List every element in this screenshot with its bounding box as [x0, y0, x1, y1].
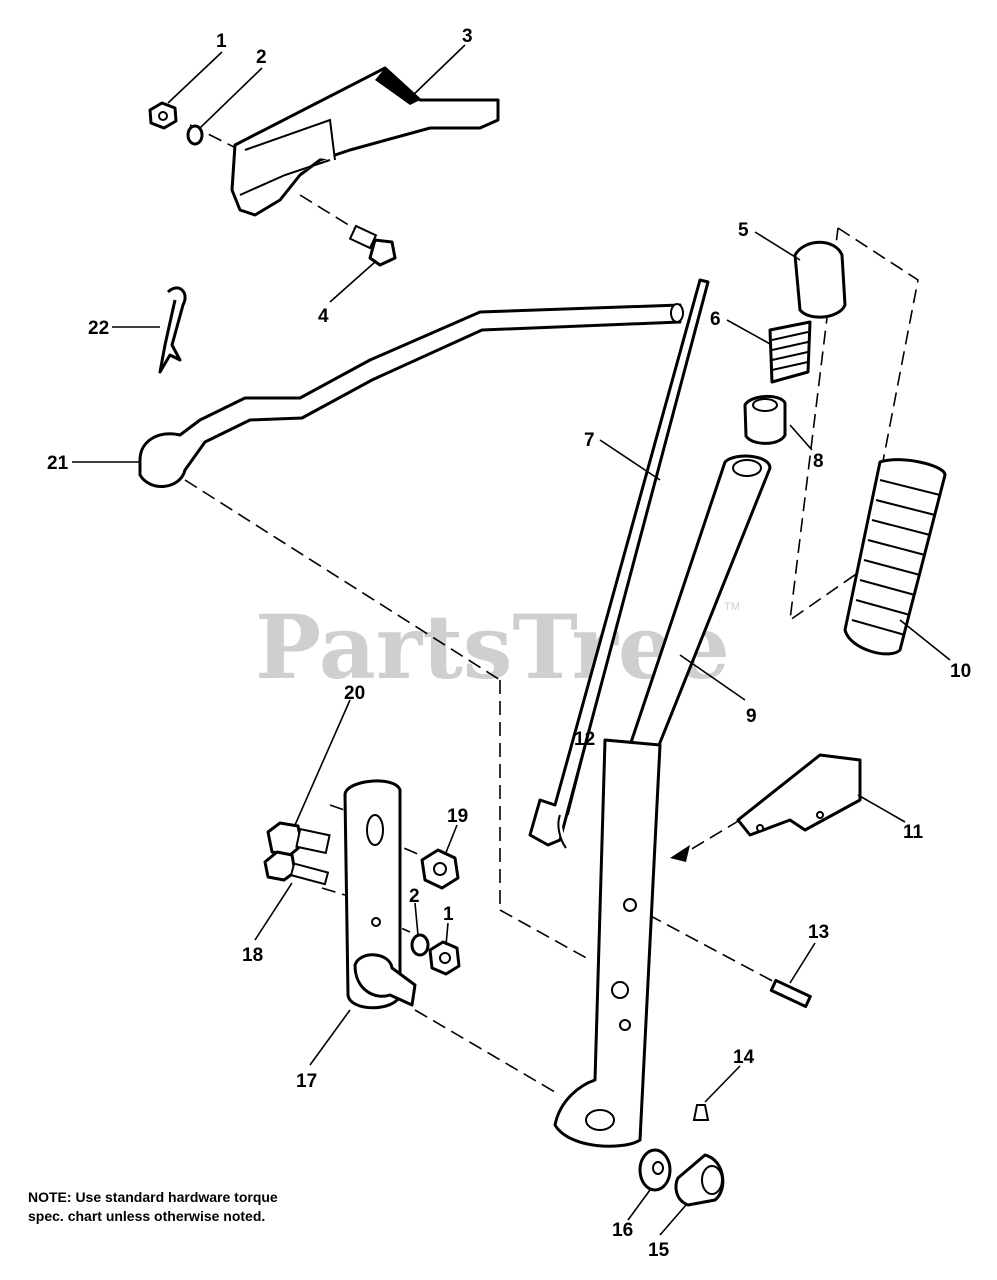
bolt-part-20 — [266, 821, 331, 857]
callout-14: 14 — [733, 1047, 755, 1068]
rod-part-7 — [528, 278, 710, 847]
spring-part-6 — [768, 320, 812, 384]
lock-washer-part-2-lower — [410, 933, 430, 957]
lever-arm — [553, 738, 662, 1148]
grease-fitting-part-14 — [692, 1104, 710, 1121]
callout-5: 5 — [738, 220, 749, 241]
callouts: 1 2 3 4 5 6 7 8 9 10 11 12 13 14 15 16 1… — [47, 26, 971, 1261]
hairpin-clip-part-22 — [158, 286, 187, 374]
callout-9: 9 — [746, 706, 757, 727]
callout-6: 6 — [710, 309, 721, 330]
handle-cover-part-3 — [230, 66, 500, 217]
nut-part-1 — [148, 101, 178, 130]
callout-17: 17 — [296, 1071, 317, 1092]
callout-2-lower: 2 — [409, 886, 420, 907]
shift-rod-part-21 — [138, 303, 684, 488]
bolt-part-18 — [263, 850, 330, 886]
callout-1-lower: 1 — [443, 904, 454, 925]
nut-part-1-lower — [428, 940, 461, 976]
bolt-part-4 — [348, 224, 397, 267]
callout-19: 19 — [447, 806, 468, 827]
callout-leaders — [72, 44, 951, 1236]
callout-12: 12 — [574, 729, 595, 750]
callout-10: 10 — [950, 661, 971, 682]
callout-2: 2 — [256, 47, 267, 68]
callout-1: 1 — [216, 31, 227, 52]
callout-3: 3 — [462, 26, 473, 47]
knob-cap-part-5 — [793, 240, 847, 319]
lock-washer-part-2 — [186, 124, 204, 146]
roll-pin-part-13 — [769, 978, 812, 1008]
rubber-grip-part-10 — [843, 458, 947, 656]
collar-part-15 — [674, 1153, 725, 1207]
callout-4: 4 — [318, 306, 329, 327]
callout-20: 20 — [344, 683, 365, 704]
collar-part-8 — [743, 395, 787, 445]
callout-21: 21 — [47, 453, 69, 474]
callout-11: 11 — [903, 822, 924, 843]
callout-8: 8 — [813, 451, 824, 472]
cotter-pin-part-12 — [557, 814, 567, 849]
callout-16: 16 — [612, 1220, 633, 1241]
link-plate-part-17 — [343, 779, 417, 1010]
callout-18: 18 — [242, 945, 263, 966]
torque-note: NOTE: Use standard hardware torque spec.… — [28, 1189, 278, 1224]
callout-7: 7 — [584, 430, 595, 451]
callout-22: 22 — [88, 318, 109, 339]
nut-part-19 — [420, 848, 460, 890]
washer-part-16 — [638, 1148, 672, 1192]
clevis-part-11 — [736, 753, 862, 837]
callout-13: 13 — [808, 922, 829, 943]
callout-15: 15 — [648, 1240, 670, 1261]
watermark-trademark: TM — [724, 601, 740, 613]
